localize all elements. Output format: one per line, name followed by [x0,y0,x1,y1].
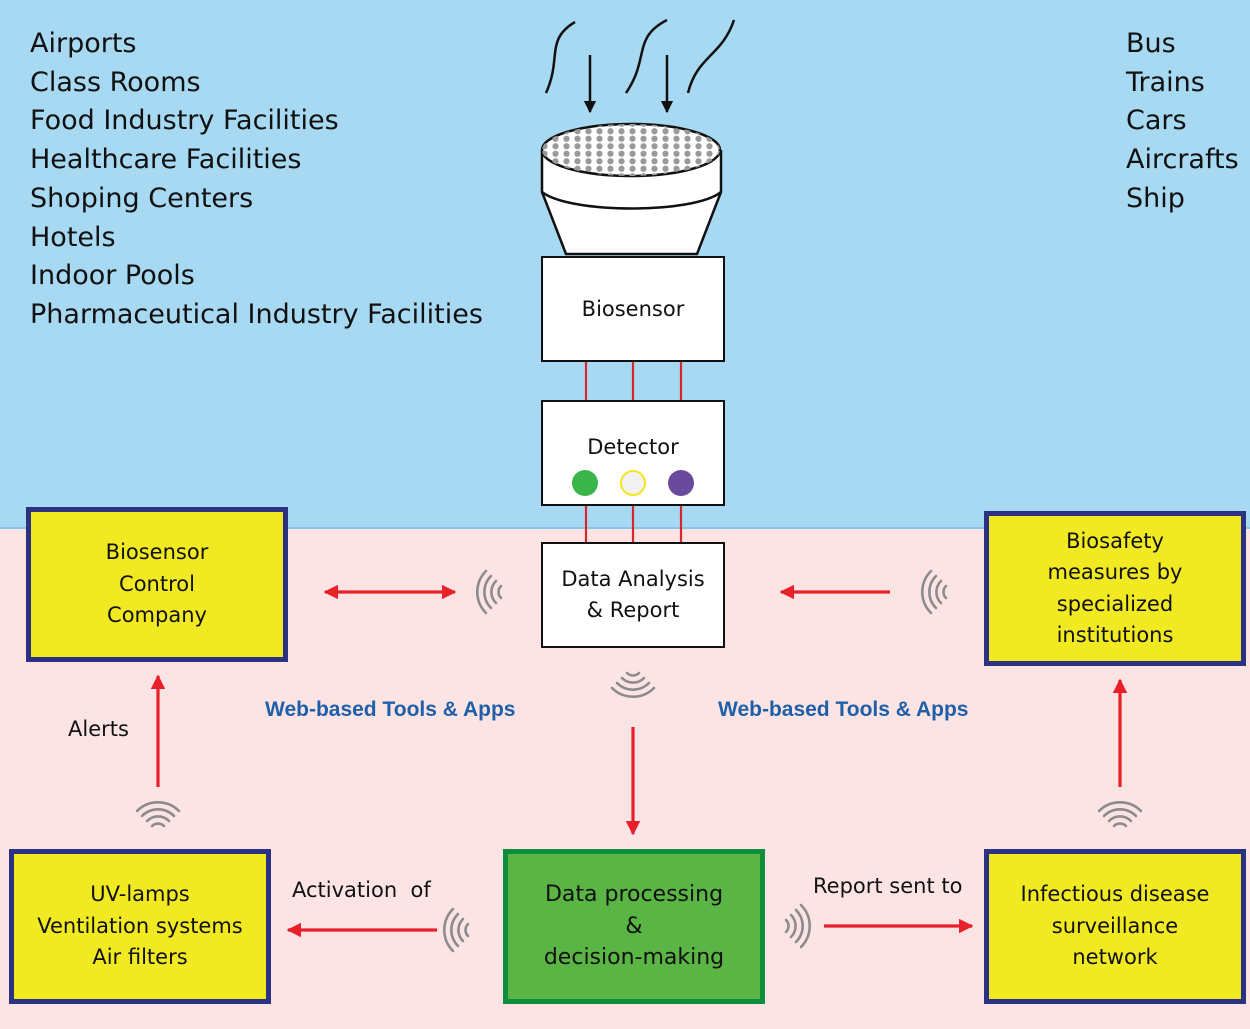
location-item: Indoor Pools [30,260,195,292]
box-text-line: decision-making [543,945,725,971]
wireless-signal-icon [476,569,503,615]
biosensor-box: Biosensor [541,256,725,362]
transport-item: Bus [1126,28,1176,59]
location-item: Airports [30,28,137,59]
box-text-line: surveillance [1051,913,1179,938]
indicator-light-purple [668,470,694,496]
indicator-light-green [572,470,598,496]
box-text-line: UV-lamps [90,882,190,907]
wireless-signal-icon [1097,801,1143,828]
box-text-line: Ventilation systems [37,913,243,938]
location-item: Class Rooms [30,66,201,98]
transport-location-list: Bus Trains Cars Aircrafts Ship [1126,25,1239,219]
wireless-signal-icon [784,903,811,949]
web-tools-label-left: Web-based Tools & Apps [265,698,516,721]
wireless-signal-icon [443,907,470,953]
location-item: Hotels [30,221,116,253]
location-item: Healthcare Facilities [30,144,302,176]
location-item: Food Industry Facilities [30,105,339,137]
data-processing-box: Data processing & decision-making [503,849,765,1004]
box-text-line: Biosafety [1066,528,1164,553]
report-sent-label: Report sent to [813,874,963,898]
surveillance-network-box: Infectious disease surveillance network [984,849,1246,1004]
transport-item: Trains [1126,66,1205,98]
connector-wires [584,362,683,542]
box-text-line: Data processing [544,882,724,908]
web-tools-label-right: Web-based Tools & Apps [718,698,969,721]
transport-item: Ship [1126,182,1185,214]
detector-label: Detector [587,435,679,459]
biosensor-label: Biosensor [581,297,685,321]
box-text-line: Infectious disease [1020,882,1210,907]
box-text-line: institutions [1056,623,1174,647]
wireless-signal-icon [135,801,181,828]
box-text-line: Data Analysis [561,566,705,591]
data-analysis-box: Data Analysis & Report [541,542,725,648]
air-collector-funnel-icon [540,122,723,256]
wireless-signal-icon [610,671,656,698]
box-text-line: network [1072,945,1158,970]
box-text-line: Biosensor [105,540,209,565]
location-item: Shoping Centers [30,182,254,214]
indicator-light-white [620,470,646,496]
alerts-label: Alerts [68,717,129,741]
wireless-signal-icon [921,569,948,615]
box-text-line: Company [107,603,207,628]
box-text-line: Air filters [92,945,188,970]
mitigation-devices-box: UV-lamps Ventilation systems Air filters [9,849,271,1004]
airflow-icon [544,18,736,114]
location-item: Pharmaceutical Industry Facilities [30,298,483,330]
control-company-box: Biosensor Control Company [26,507,288,662]
biosafety-box: Biosafety measures by specialized instit… [984,511,1246,666]
transport-item: Aircrafts [1126,144,1239,176]
box-text-line: & Report [586,598,680,622]
activation-label: Activation of [292,878,431,902]
box-text-line: Control [119,571,195,596]
transport-item: Cars [1126,105,1187,137]
box-text-line: & [625,913,643,939]
box-text-line: specialized [1056,591,1174,616]
building-location-list: Airports Class Rooms Food Industry Facil… [30,25,483,335]
box-text-line: measures by [1047,560,1183,584]
